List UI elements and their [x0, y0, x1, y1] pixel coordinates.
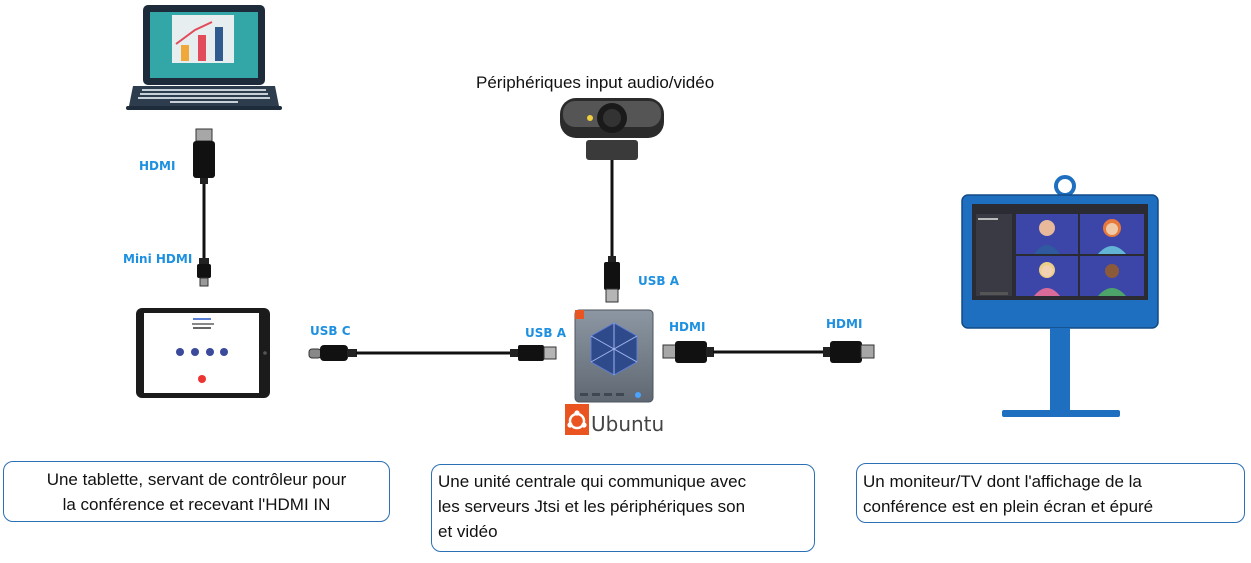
usb-a-label-unit: USB A: [525, 326, 566, 340]
usb-cable-tablet-unit: [308, 345, 557, 361]
monitor-description-box: Un moniteur/TV dont l'affichage de la co…: [856, 463, 1245, 523]
hdmi-cable-laptop-tablet: [193, 128, 215, 287]
usb-a-label-webcam: USB A: [638, 274, 679, 288]
peripherals-title: Périphériques input audio/vidéo: [476, 73, 715, 92]
unit-description-line: Une unité centrale qui communique avec: [438, 472, 747, 491]
usb-cable-webcam-unit: [604, 160, 620, 303]
hdmi-label-unit: HDMI: [669, 320, 706, 334]
laptop-icon: [126, 5, 282, 110]
ubuntu-logo-icon: [565, 404, 589, 435]
usb-c-label: USB C: [310, 324, 351, 338]
tablet-icon: [136, 308, 270, 398]
tablet-description-line: Une tablette, servant de contrôleur pour: [46, 470, 347, 489]
unit-description-box: Une unité centrale qui communique avec l…: [431, 464, 815, 552]
tablet-description-line: la conférence et recevant l'HDMI IN: [62, 495, 331, 514]
tablet-description-box: Une tablette, servant de contrôleur pour…: [3, 461, 390, 522]
hdmi-cable-unit-monitor: [662, 341, 875, 363]
webcam-icon: [560, 98, 664, 160]
hdmi-label-laptop: HDMI: [139, 159, 176, 173]
monitor-description-line: conférence est en plein écran et épuré: [863, 497, 1154, 516]
central-unit-icon: [574, 309, 654, 403]
unit-description-line: les serveurs Jtsi et les périphériques s…: [438, 497, 746, 516]
monitor-icon: [961, 175, 1159, 417]
unit-description-line: et vidéo: [438, 522, 498, 541]
hdmi-label-monitor: HDMI: [826, 317, 863, 331]
ubuntu-label: Ubuntu: [591, 412, 665, 436]
monitor-description-line: Un moniteur/TV dont l'affichage de la: [863, 472, 1142, 491]
mini-hdmi-label: Mini HDMI: [123, 252, 193, 266]
